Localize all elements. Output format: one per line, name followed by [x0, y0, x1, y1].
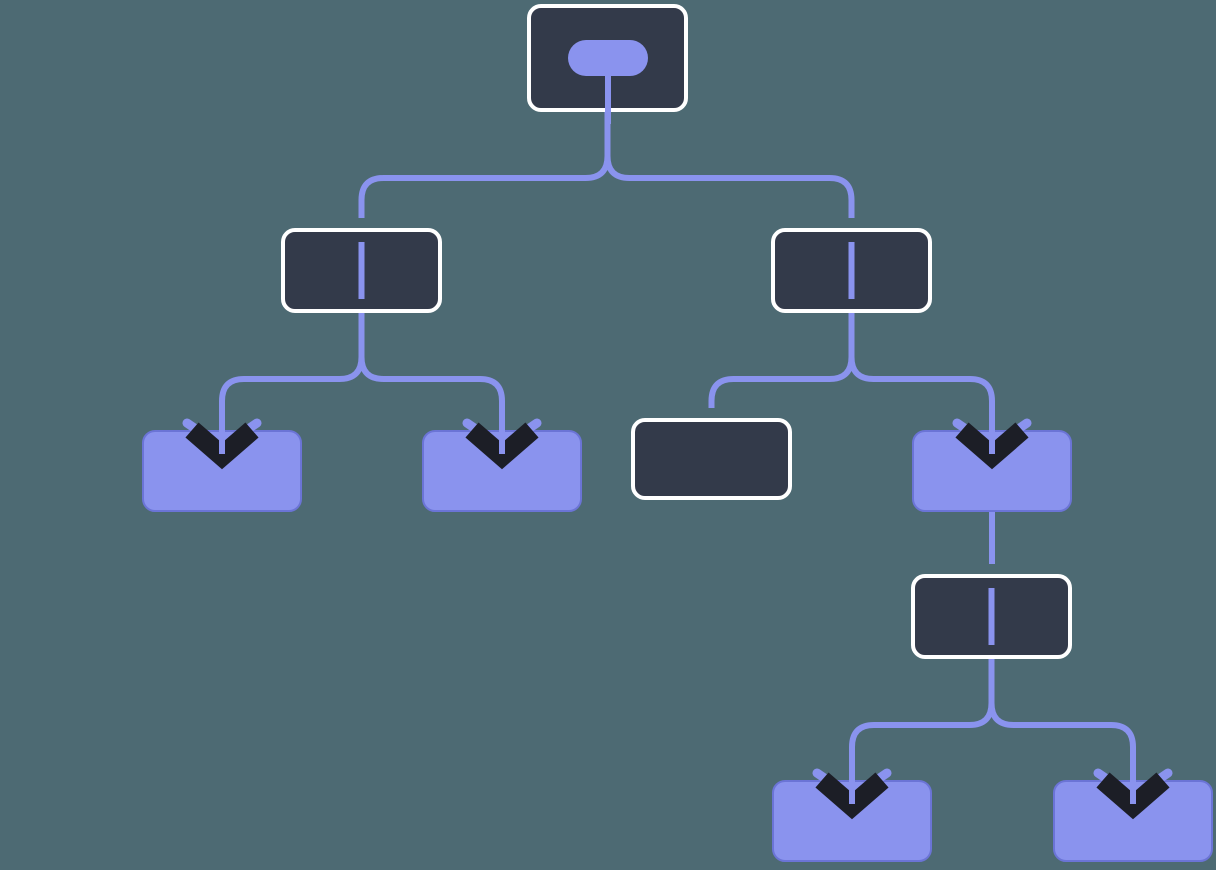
node-n-l1-left[interactable] [281, 228, 442, 313]
arrowhead-n-l4-b [1093, 758, 1173, 820]
arrowhead-fill [955, 422, 1029, 470]
node-root[interactable] [527, 4, 688, 124]
node-pill-badge [568, 40, 648, 76]
connector-e-l3a-l4b [988, 659, 1136, 804]
connector-layer [219, 112, 1136, 804]
connector-e-root-l1right [604, 112, 855, 218]
arrowhead-n-l2-a [182, 408, 262, 470]
arrowhead-fill [185, 422, 259, 470]
node-body[interactable] [631, 418, 792, 500]
connector-e-l1right-d [848, 313, 995, 454]
node-n-l3-a[interactable] [911, 574, 1072, 659]
node-layer [142, 4, 1213, 862]
node-n-l2-c[interactable] [631, 418, 792, 500]
arrowhead-n-l4-a [812, 758, 892, 820]
arrowhead-fill [465, 422, 539, 470]
arrowhead-fill [1096, 772, 1170, 820]
arrowhead-n-l2-b [462, 408, 542, 470]
arrowhead-n-l2-d [952, 408, 1032, 470]
arrowhead-layer [182, 408, 1173, 820]
node-n-l1-right[interactable] [771, 228, 932, 313]
connector-e-l1left-b [358, 313, 505, 454]
arrowhead-fill [815, 772, 889, 820]
